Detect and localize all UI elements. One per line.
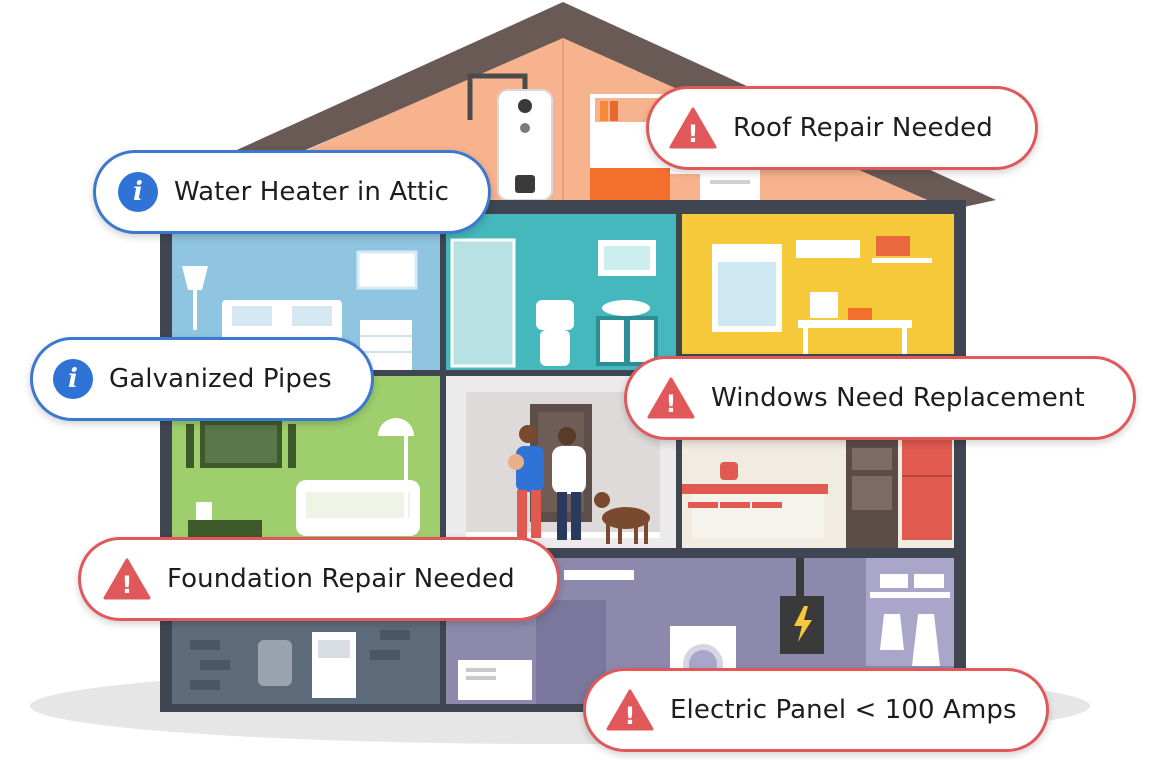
galvanized-pipes-label: Galvanized Pipes <box>109 364 332 394</box>
windows-replacement-callout: ! Windows Need Replacement <box>624 356 1136 440</box>
basement-details <box>190 558 950 704</box>
electric-panel-callout: ! Electric Panel < 100 Amps <box>583 668 1049 752</box>
info-icon: i <box>118 172 158 212</box>
foundation-repair-callout: ! Foundation Repair Needed <box>78 537 560 621</box>
bedroom-details <box>182 250 418 370</box>
svg-text:!: ! <box>625 702 636 730</box>
warning-icon: ! <box>647 377 695 419</box>
water-heater <box>497 89 553 201</box>
office-details <box>712 236 932 354</box>
kitchen-details <box>682 440 952 548</box>
warning-icon: ! <box>669 107 717 149</box>
roof-repair-label: Roof Repair Needed <box>733 113 993 143</box>
windows-replacement-label: Windows Need Replacement <box>711 383 1085 413</box>
roof-repair-callout: ! Roof Repair Needed <box>646 86 1038 170</box>
foundation-repair-label: Foundation Repair Needed <box>167 564 515 594</box>
living-room-details <box>186 418 420 544</box>
info-icon: i <box>53 359 93 399</box>
warning-icon: ! <box>103 558 151 600</box>
svg-text:!: ! <box>122 571 133 599</box>
svg-text:!: ! <box>688 120 699 148</box>
water-heater-callout: i Water Heater in Attic <box>93 150 491 234</box>
galvanized-pipes-callout: i Galvanized Pipes <box>30 337 374 421</box>
svg-text:!: ! <box>666 390 677 418</box>
roof <box>175 2 996 210</box>
warning-icon: ! <box>606 689 654 731</box>
electric-panel-label: Electric Panel < 100 Amps <box>670 695 1017 725</box>
water-heater-label: Water Heater in Attic <box>174 177 450 207</box>
bathroom-details <box>450 238 658 368</box>
family-figures <box>508 425 650 544</box>
